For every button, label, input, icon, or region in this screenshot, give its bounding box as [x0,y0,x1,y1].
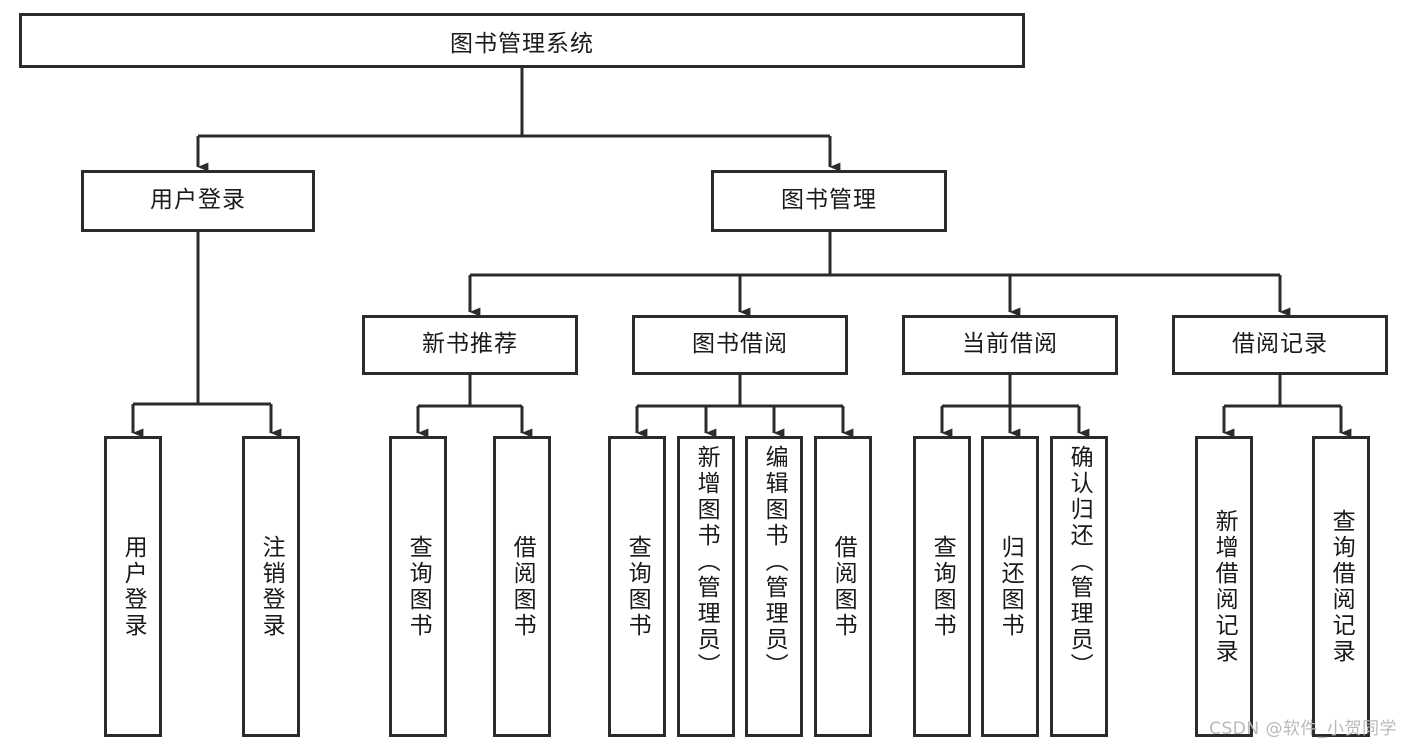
node-leaf-query-book-3-label: 查询图书 [929,534,956,639]
node-leaf-query-record[interactable]: 查询借阅记录 [1312,436,1370,737]
node-leaf-query-book-2-label: 查询图书 [624,534,651,639]
node-new-book-recommend-label: 新书推荐 [422,331,518,358]
node-leaf-query-book-3[interactable]: 查询图书 [913,436,971,737]
node-current-borrow[interactable]: 当前借阅 [902,315,1118,375]
node-leaf-borrow-book-2[interactable]: 借阅图书 [814,436,872,737]
node-leaf-add-book-label: 新增图书（管理员） [693,445,720,679]
node-leaf-query-book-2[interactable]: 查询图书 [608,436,666,737]
node-leaf-borrow-book-1[interactable]: 借阅图书 [493,436,551,737]
node-book-borrow-label: 图书借阅 [692,331,788,358]
node-leaf-confirm-return-label: 确认归还（管理员） [1066,445,1093,679]
node-leaf-return-book[interactable]: 归还图书 [981,436,1039,737]
node-root-label: 图书管理系统 [450,30,594,57]
csdn-watermark: CSDN @软件_小贺同学 [1209,719,1397,739]
node-leaf-user-logout[interactable]: 注销登录 [242,436,300,737]
node-new-book-recommend[interactable]: 新书推荐 [362,315,578,375]
node-leaf-query-book-1[interactable]: 查询图书 [389,436,447,737]
node-leaf-user-login[interactable]: 用户登录 [104,436,162,737]
node-root[interactable]: 图书管理系统 [19,13,1025,68]
node-leaf-add-book[interactable]: 新增图书（管理员） [677,436,735,737]
node-leaf-edit-book-label: 编辑图书（管理员） [761,445,788,679]
node-leaf-query-book-1-label: 查询图书 [405,534,432,639]
node-borrow-record-label: 借阅记录 [1232,331,1328,358]
node-user-login[interactable]: 用户登录 [81,170,315,232]
node-leaf-confirm-return[interactable]: 确认归还（管理员） [1050,436,1108,737]
node-user-login-label: 用户登录 [150,187,246,214]
node-leaf-user-logout-label: 注销登录 [258,534,285,639]
node-borrow-record[interactable]: 借阅记录 [1172,315,1388,375]
node-leaf-add-record-label: 新增借阅记录 [1211,508,1238,665]
node-leaf-borrow-book-1-label: 借阅图书 [509,534,536,639]
node-leaf-return-book-label: 归还图书 [997,534,1024,639]
node-leaf-query-record-label: 查询借阅记录 [1328,508,1355,665]
node-leaf-add-record[interactable]: 新增借阅记录 [1195,436,1253,737]
node-book-borrow[interactable]: 图书借阅 [632,315,848,375]
node-book-manage-label: 图书管理 [781,187,877,214]
node-leaf-user-login-label: 用户登录 [120,534,147,639]
node-leaf-edit-book[interactable]: 编辑图书（管理员） [745,436,803,737]
node-leaf-borrow-book-2-label: 借阅图书 [830,534,857,639]
node-book-manage[interactable]: 图书管理 [711,170,947,232]
node-current-borrow-label: 当前借阅 [962,331,1058,358]
